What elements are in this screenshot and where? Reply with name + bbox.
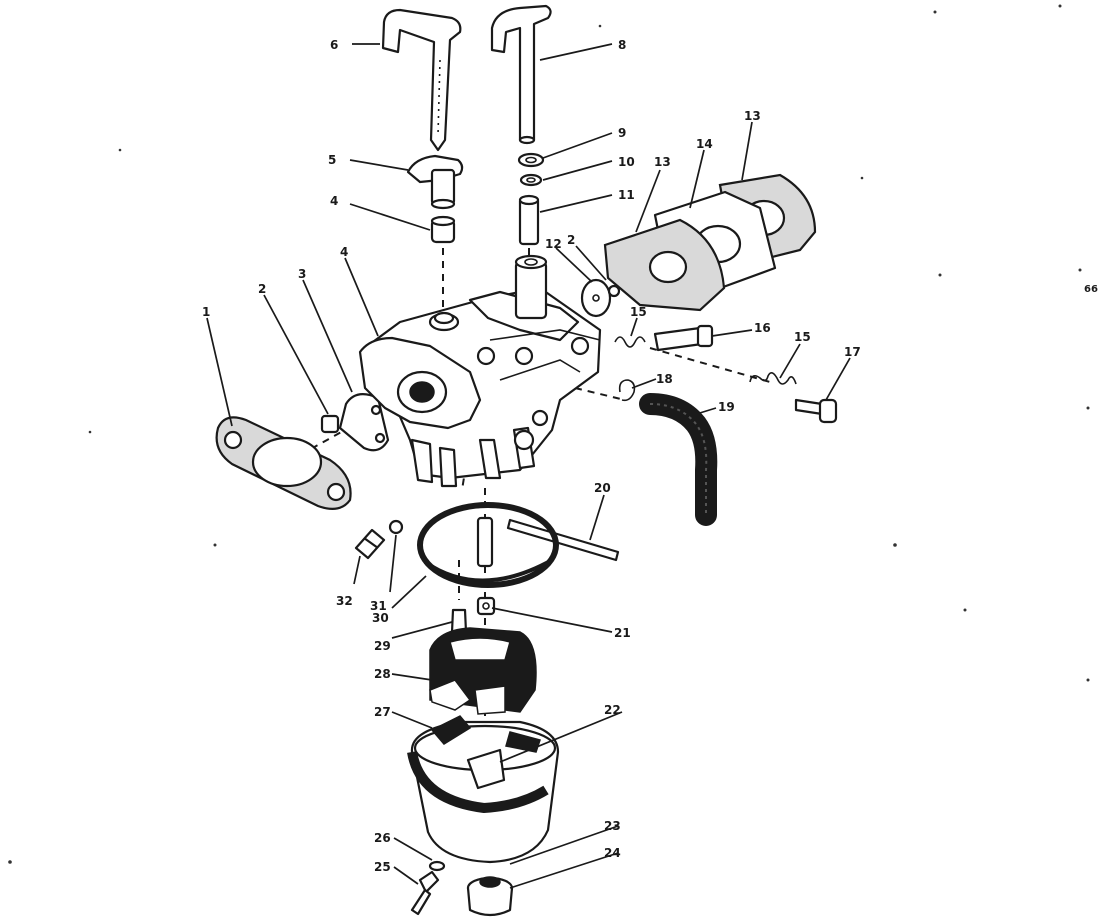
callout-15-left: 15 bbox=[630, 305, 647, 319]
callout-27: 27 bbox=[374, 705, 391, 719]
callout-10: 10 bbox=[618, 155, 635, 169]
pilot-jet-screw bbox=[653, 324, 714, 352]
float-bowl bbox=[407, 715, 560, 864]
callout-7: 6 bbox=[330, 38, 338, 52]
callout-15-right: 15 bbox=[794, 330, 811, 344]
throttle-shaft bbox=[490, 4, 552, 145]
callout-20: 20 bbox=[594, 481, 611, 495]
scan-specks bbox=[8, 4, 1090, 864]
callout-12: 12 bbox=[545, 237, 562, 251]
callout-19: 19 bbox=[718, 400, 735, 414]
carburetor-body bbox=[358, 254, 602, 488]
callout-leaders bbox=[206, 43, 851, 889]
choke-lever bbox=[381, 8, 462, 152]
throttle-seal bbox=[518, 194, 540, 246]
callout-25: 25 bbox=[374, 860, 391, 874]
pilot-jet-spring bbox=[614, 336, 646, 348]
bowl-drain-washer bbox=[428, 860, 446, 872]
main-jet bbox=[476, 596, 496, 616]
callout-9: 9 bbox=[618, 126, 626, 140]
choke-bushing bbox=[430, 215, 456, 244]
bowl-drain-screw bbox=[410, 870, 440, 916]
callout-22: 22 bbox=[604, 703, 621, 717]
callout-13-back: 13 bbox=[744, 109, 761, 123]
callout-6: 5 bbox=[328, 153, 336, 167]
float-bowl-gasket bbox=[417, 502, 559, 588]
carburetor-float bbox=[429, 627, 537, 715]
throttle-washers bbox=[517, 152, 545, 187]
callout-30: 30 bbox=[372, 611, 389, 625]
callout-1: 1 bbox=[202, 305, 210, 319]
callout-14: 14 bbox=[696, 137, 713, 151]
throttle-plate bbox=[580, 278, 612, 318]
callout-28: 28 bbox=[374, 667, 391, 681]
callout-23: 23 bbox=[604, 819, 621, 833]
hose-clip bbox=[618, 379, 636, 402]
callout-5: 4 bbox=[330, 194, 338, 208]
left-plate bbox=[338, 393, 390, 452]
choke-shaft-plate bbox=[406, 154, 464, 210]
right-small-screw bbox=[607, 284, 621, 298]
edge-mark: 66 bbox=[1084, 284, 1098, 295]
idle-adjust-screw bbox=[794, 398, 838, 424]
drain-washer bbox=[388, 519, 404, 535]
callout-26: 26 bbox=[374, 831, 391, 845]
left-plug bbox=[320, 414, 340, 434]
fuel-hose bbox=[639, 393, 718, 526]
float-pin bbox=[506, 518, 620, 562]
callout-21: 21 bbox=[614, 626, 631, 640]
callout-2-right: 2 bbox=[567, 233, 575, 247]
callout-8: 8 bbox=[618, 38, 626, 52]
callout-13-front: 13 bbox=[654, 155, 671, 169]
callout-24: 24 bbox=[604, 846, 621, 860]
callout-29: 29 bbox=[374, 639, 391, 653]
callout-32: 32 bbox=[336, 594, 353, 608]
drain-screw bbox=[354, 528, 386, 560]
callout-16: 16 bbox=[754, 321, 771, 335]
callout-3: 3 bbox=[298, 267, 306, 281]
mounting-gasket bbox=[215, 416, 352, 511]
main-nozzle bbox=[476, 516, 494, 568]
callout-18: 18 bbox=[656, 372, 673, 386]
callout-31: 31 bbox=[370, 599, 387, 613]
idle-spring bbox=[749, 372, 797, 385]
callout-11: 11 bbox=[618, 188, 635, 202]
callout-4: 4 bbox=[340, 245, 348, 259]
bowl-nut bbox=[466, 876, 514, 917]
callout-labels: 6 8 5 4 9 10 11 12 2 13 14 13 15 16 15 1… bbox=[202, 38, 1098, 874]
insulator-gaskets bbox=[603, 173, 817, 312]
callout-2-left: 2 bbox=[258, 282, 266, 296]
callout-17: 17 bbox=[844, 345, 861, 359]
